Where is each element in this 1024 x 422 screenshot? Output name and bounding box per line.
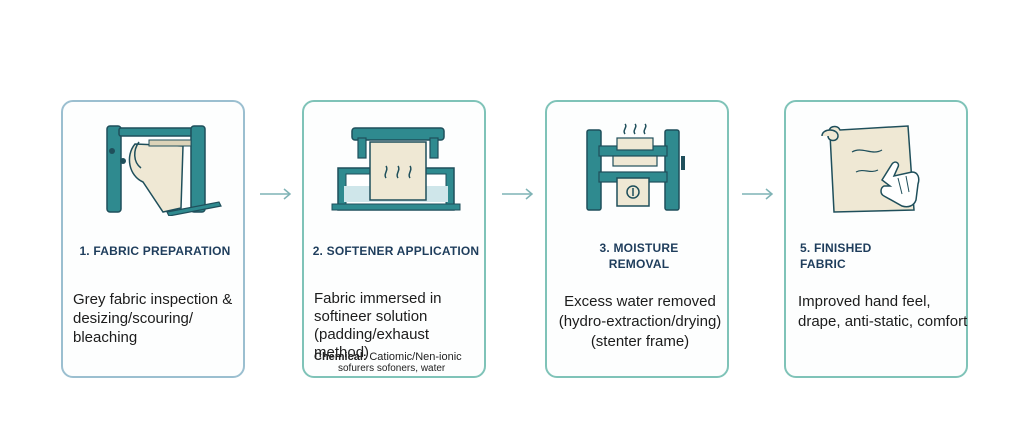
step-title: 5. FINISHED FABRIC [800,240,984,272]
stenter-dryer-icon [586,123,685,211]
arrow-right-icon [260,188,292,200]
arrow-right-icon [742,188,774,200]
step-description: Improved hand feel, drape, anti-static, … [798,293,968,330]
step-title-line1: 3. MOISTURE [599,241,679,255]
step-card-fabric-preparation: 1. FABRIC PREPARATION Grey fabric inspec… [61,100,245,378]
chemical-value: Catiomic/Nen-ionic [369,351,462,363]
fabric-roll-machine-icon [106,125,222,216]
arrow-right-icon [502,188,534,200]
step-title: 3. MOISTURE REMOVAL [547,240,731,272]
step-description: Excess water removed (hydro-extraction/d… [558,293,722,350]
step-card-moisture-removal: 3. MOISTURE REMOVAL Excess water removed… [545,100,729,378]
step-card-finished-fabric: 5. FINISHED FABRIC Improved hand feel, d… [784,100,968,378]
step-title-line2: REMOVAL [608,257,670,271]
step-description: Grey fabric inspection & desizing/scouri… [73,291,233,346]
softener-bath-icon [331,127,461,211]
step-card-softener-application: 2. SOFTENER APPLICATION Fabric immersed … [302,100,486,378]
step-title-line2: FABRIC [800,257,846,271]
step-title-line1: 5. FINISHED [800,241,872,255]
step-description: Fabric immersed in softineer solution (p… [314,290,442,361]
step-title: 2. SOFTENER APPLICATION [312,244,480,258]
chemical-note: Chemical: Catiomic/Nen-ionic sofurers so… [304,351,488,375]
chemical-label: Chemical: [314,351,367,363]
step-title: 1. FABRIC PREPARATION [79,244,231,258]
chemical-line2: sofurers sofoners, water [338,363,446,374]
hand-touching-fabric-icon [821,125,920,213]
